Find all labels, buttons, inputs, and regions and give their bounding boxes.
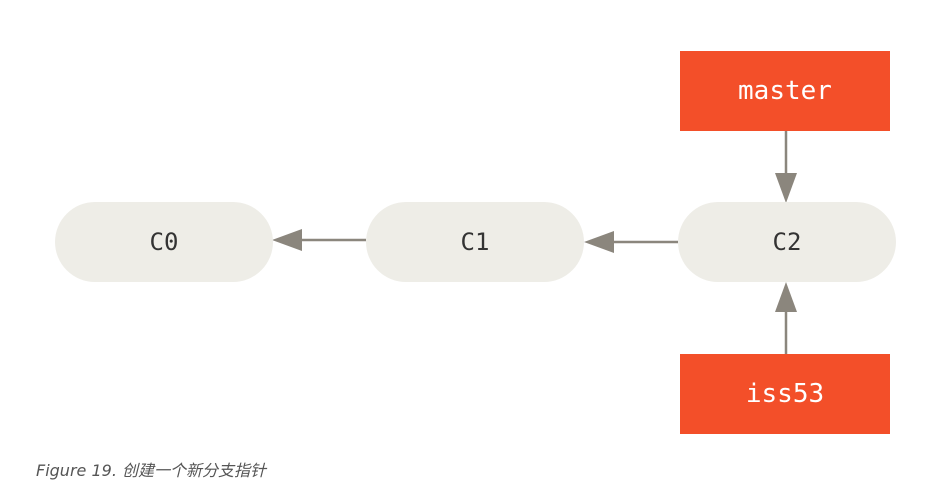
- arrowhead-c0: [272, 229, 302, 251]
- commit-c0: C0: [55, 202, 273, 282]
- branch-iss53: iss53: [680, 354, 890, 434]
- arrowhead-c2-bottom: [775, 282, 797, 312]
- commit-node: [55, 202, 273, 282]
- arrowhead-c1: [584, 231, 614, 253]
- commit-node: [366, 202, 584, 282]
- branch-label: master: [738, 76, 832, 106]
- commit-node: [678, 202, 896, 282]
- git-branch-diagram: C0 C1 C2 master iss53: [55, 51, 896, 434]
- arrows: [272, 131, 797, 354]
- arrowhead-c2-top: [775, 173, 797, 203]
- branch-master: master: [680, 51, 890, 131]
- commit-label: C2: [773, 228, 802, 256]
- branch-label: iss53: [746, 379, 824, 409]
- branch-box: [680, 354, 890, 434]
- figure-caption: Figure 19. 创建一个新分支指针: [36, 461, 266, 480]
- commit-label: C1: [461, 228, 490, 256]
- commit-c2: C2: [678, 202, 896, 282]
- branch-box: [680, 51, 890, 131]
- commit-label: C0: [150, 228, 179, 256]
- commit-c1: C1: [366, 202, 584, 282]
